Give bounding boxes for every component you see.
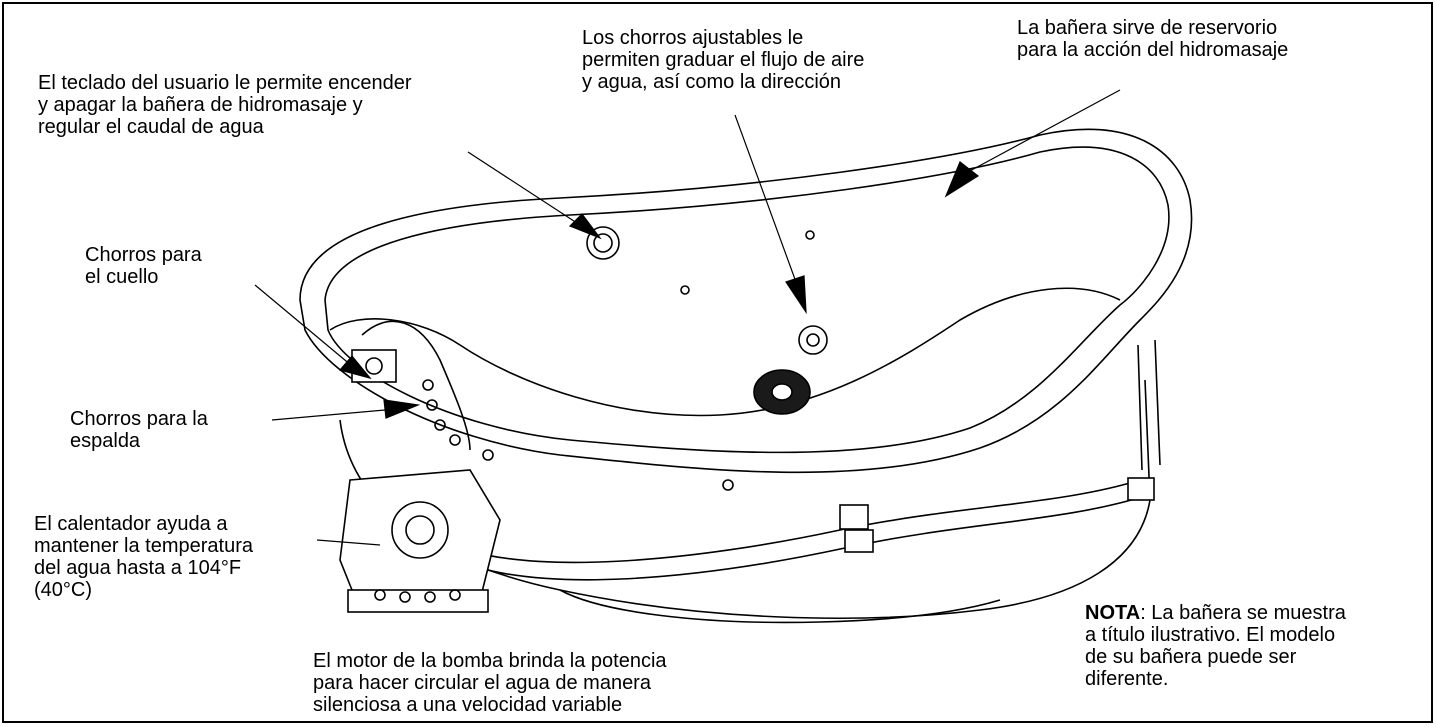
note-block: NOTA: La bañera se muestra a título ilus… (1085, 602, 1346, 690)
label-adjustable-jets: Los chorros ajustables le permiten gradu… (582, 27, 865, 93)
tub-base (559, 589, 1001, 624)
label-heater: El calentador ayuda a mantener la temper… (34, 513, 254, 601)
note-label: NOTA (1085, 602, 1141, 624)
pump-motor (391, 501, 449, 559)
tub-outer-rim (299, 128, 1193, 474)
note-line-2: a título ilustrativo. El modelo (1085, 624, 1336, 646)
back-jet-3 (434, 419, 446, 431)
support-post (1137, 339, 1161, 471)
label-back-jets: Chorros para la espalda (70, 408, 208, 452)
note-line-3: de su bañera puede ser (1085, 646, 1297, 668)
water-hose (439, 479, 1141, 564)
back-jet-2 (426, 399, 438, 411)
tub-inner-rim (324, 146, 1170, 454)
leader-adjustable-jets (734, 114, 797, 283)
back-jet-5 (482, 449, 494, 461)
label-reservoir: La bañera sirve de reservorio para la ac… (1017, 17, 1289, 61)
leader-heater (316, 539, 381, 546)
leader-keypad (467, 151, 581, 226)
small-jet-2 (805, 230, 815, 240)
label-keypad: El teclado del usuario le permite encend… (38, 72, 412, 138)
adjustable-jet (798, 325, 828, 355)
water-hose-edge (444, 495, 1146, 581)
hose-clamp-1 (839, 504, 869, 530)
label-pump-motor: El motor de la bomba brinda la potencia … (313, 650, 667, 716)
note-line-4: diferente. (1085, 668, 1169, 690)
note-line-1: : La bañera se muestra (1140, 602, 1346, 624)
hose-clamp-2 (844, 529, 874, 553)
back-jet-4 (449, 434, 461, 446)
back-jet-1 (422, 379, 434, 391)
backrest (361, 320, 471, 451)
leader-neck-jets (254, 284, 353, 367)
tub-bowl-contour (329, 287, 1121, 417)
pump-base (347, 589, 489, 613)
small-jet-1 (680, 285, 690, 295)
leader-reservoir (967, 89, 1121, 173)
label-neck-jets: Chorros para el cuello (85, 244, 202, 288)
small-jet-3 (722, 479, 734, 491)
hose-clamp-3 (1127, 477, 1155, 501)
leader-back-jets (271, 409, 386, 421)
